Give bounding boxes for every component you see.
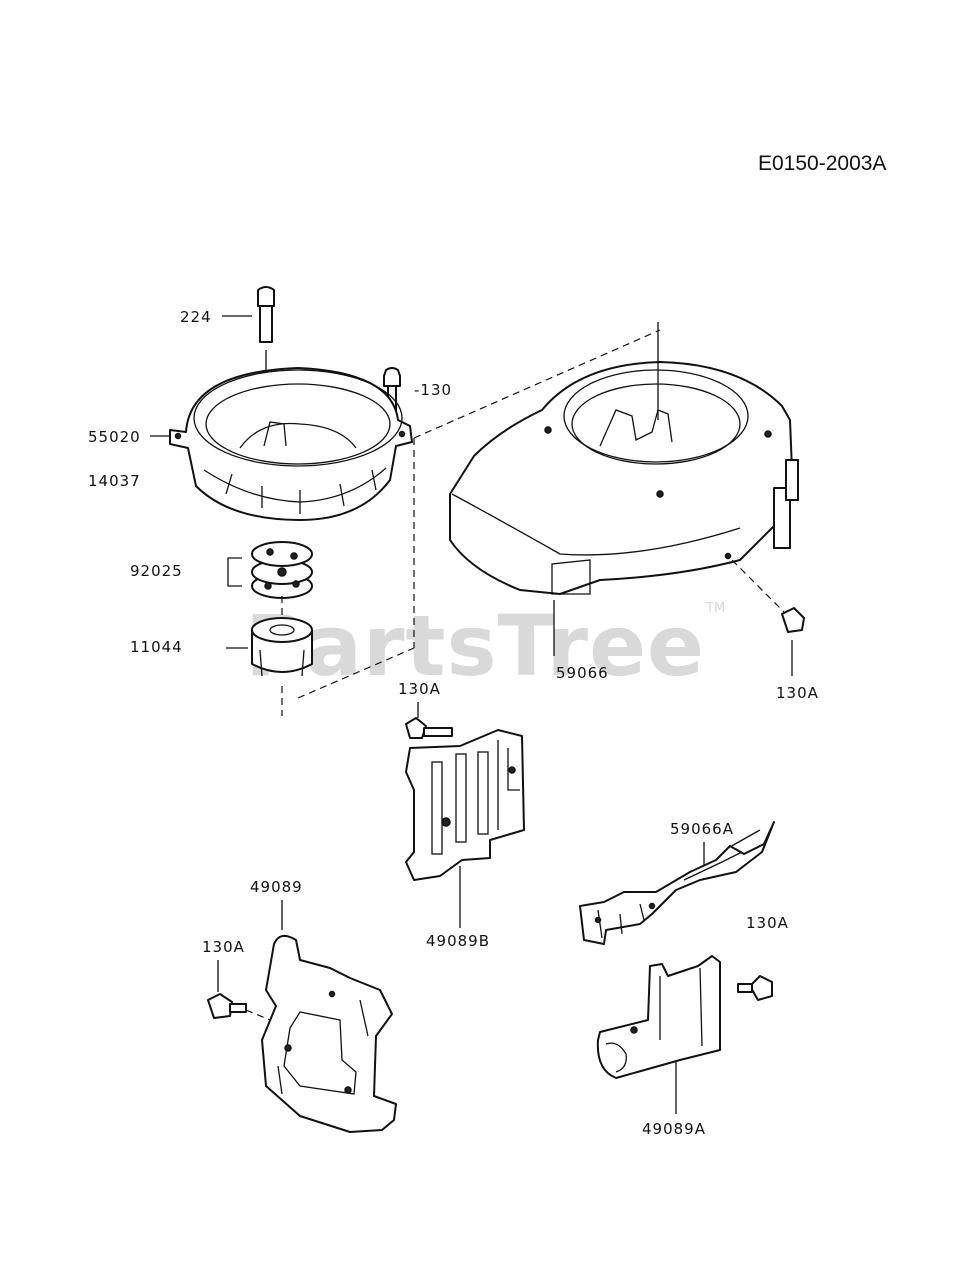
label-11044: 11044 — [130, 638, 183, 656]
label-59066: 59066 — [556, 664, 609, 682]
label-49089B: 49089B — [426, 932, 490, 950]
label-14037: 14037 — [88, 472, 141, 490]
label-92025: 92025 — [130, 562, 183, 580]
bracket-59066A — [579, 821, 775, 945]
label-130A-center: 130A — [398, 680, 441, 698]
watermark-text: PartsTree — [245, 597, 705, 695]
label-59066A: 59066A — [670, 820, 734, 838]
label-224: 224 — [180, 308, 212, 326]
label-130A-right: 130A — [776, 684, 819, 702]
watermark-trademark: TM — [705, 601, 725, 616]
bolt-130A-center — [405, 717, 453, 739]
label-130: -130 — [414, 381, 452, 399]
bolt-130A-right — [731, 559, 805, 633]
plate-49089B — [405, 729, 525, 881]
cup-11044 — [251, 617, 313, 677]
spacer-92025 — [251, 541, 313, 599]
label-130A-left: 130A — [202, 938, 245, 956]
bolt-130A-left — [207, 993, 271, 1021]
label-55020: 55020 — [88, 428, 141, 446]
bracket-49089 — [261, 934, 397, 1133]
label-49089A: 49089A — [642, 1120, 706, 1138]
bolt-224 — [257, 286, 275, 372]
bolt-130A-lower-right — [737, 975, 773, 1001]
label-49089: 49089 — [250, 878, 303, 896]
blower-housing-59066 — [449, 361, 799, 595]
label-130A-lower-right: 130A — [746, 914, 789, 932]
diagram-code: E0150-2003A — [758, 152, 886, 175]
flywheel-housing-55020 — [169, 367, 413, 521]
bracket-49089A — [596, 955, 721, 1079]
